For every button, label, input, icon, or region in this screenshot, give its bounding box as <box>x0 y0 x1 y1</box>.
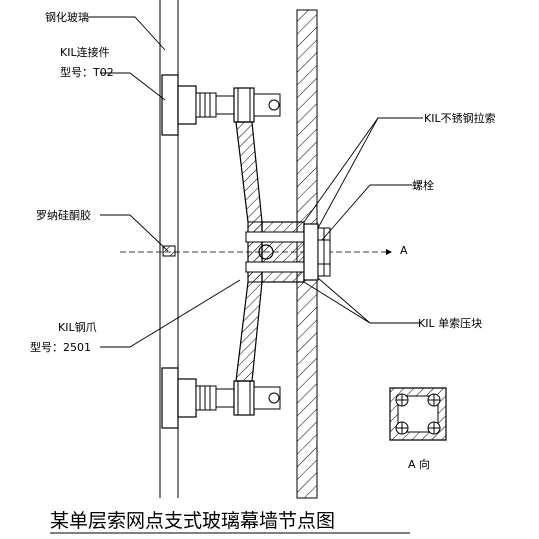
label-connector-model: 型号：T02 <box>60 65 114 79</box>
lower-connector <box>161 367 281 429</box>
drawing-title: 某单层索网点支式玻璃幕墙节点图 <box>50 510 335 532</box>
label-kil-claw: KIL钢爪 <box>58 321 97 334</box>
label-kil-connector: KIL连接件 <box>60 46 110 59</box>
label-tempered-glass: 钢化玻璃 <box>45 10 89 24</box>
label-view-a: A 向 <box>408 457 430 471</box>
steel-claw <box>235 121 263 382</box>
upper-connector <box>161 74 281 136</box>
label-direction-a: A <box>400 244 408 257</box>
label-silicone: 罗纳硅酮胶 <box>36 208 91 222</box>
leader-lines <box>88 16 423 348</box>
view-a-detail <box>389 387 447 441</box>
label-cable-clamp: KIL 单索压块 <box>418 316 482 330</box>
cable-clamp-block <box>245 221 331 283</box>
label-claw-model: 型号：2501 <box>30 340 91 354</box>
direction-arrow <box>386 249 392 255</box>
label-bolt: 螺栓 <box>412 178 434 192</box>
label-stainless-cable: KIL不锈钢拉索 <box>424 111 496 125</box>
